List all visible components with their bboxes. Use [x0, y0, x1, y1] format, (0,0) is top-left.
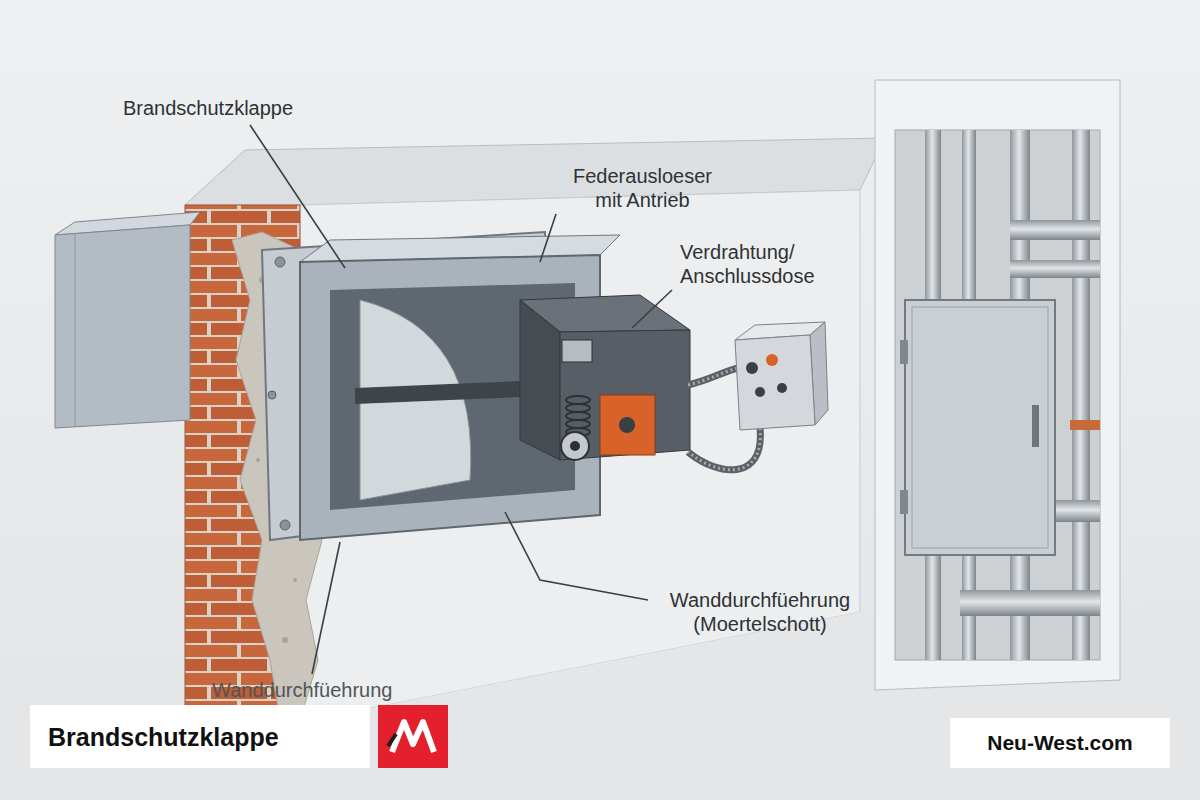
- duct: [55, 225, 190, 428]
- actuator-plate: [600, 395, 655, 455]
- door-handle: [1032, 405, 1039, 447]
- logo-mark: [388, 734, 396, 746]
- spring-gear: [561, 432, 589, 460]
- junction-box: [735, 335, 815, 430]
- part-label: Wanddurchfüehrung (Moertelschott): [630, 588, 890, 636]
- part-label: Federausloeser mit Antrieb: [560, 164, 725, 212]
- actuator-bracket: [562, 340, 592, 362]
- plate-screw: [619, 417, 635, 433]
- shaft-recess: [895, 130, 1100, 660]
- logo-square: [378, 705, 448, 768]
- housing-opening: [330, 283, 575, 510]
- part-label: Verdrahtung/ Anschlussdose: [680, 240, 850, 288]
- release-spring: [566, 396, 590, 436]
- actuator: [560, 330, 690, 460]
- door-hinge: [900, 490, 908, 514]
- actuator-side: [520, 300, 560, 460]
- duct-seam: [75, 234, 76, 427]
- part-label: Brandschutzklappe: [123, 96, 353, 120]
- cable: [688, 428, 760, 470]
- shaft-frame: [875, 80, 1120, 690]
- logo-mark: [392, 722, 434, 752]
- cable-texture: [688, 428, 760, 470]
- access-door: [905, 300, 1055, 555]
- gear-hub: [570, 441, 580, 451]
- blade-shaft: [355, 380, 545, 404]
- cable-texture: [688, 368, 738, 385]
- brand-panel: [950, 718, 1170, 768]
- brand-watermark: Neu-West.com: [950, 730, 1170, 755]
- door-inset: [912, 307, 1048, 548]
- part-label: Wanddurchfüehrung: [212, 678, 442, 702]
- cable: [688, 368, 738, 385]
- title: Brandschutzklappe: [48, 722, 368, 752]
- door-hinge: [900, 340, 908, 364]
- title-panel: [30, 705, 370, 768]
- damper-housing: [300, 255, 600, 540]
- cable-glands: [746, 354, 787, 397]
